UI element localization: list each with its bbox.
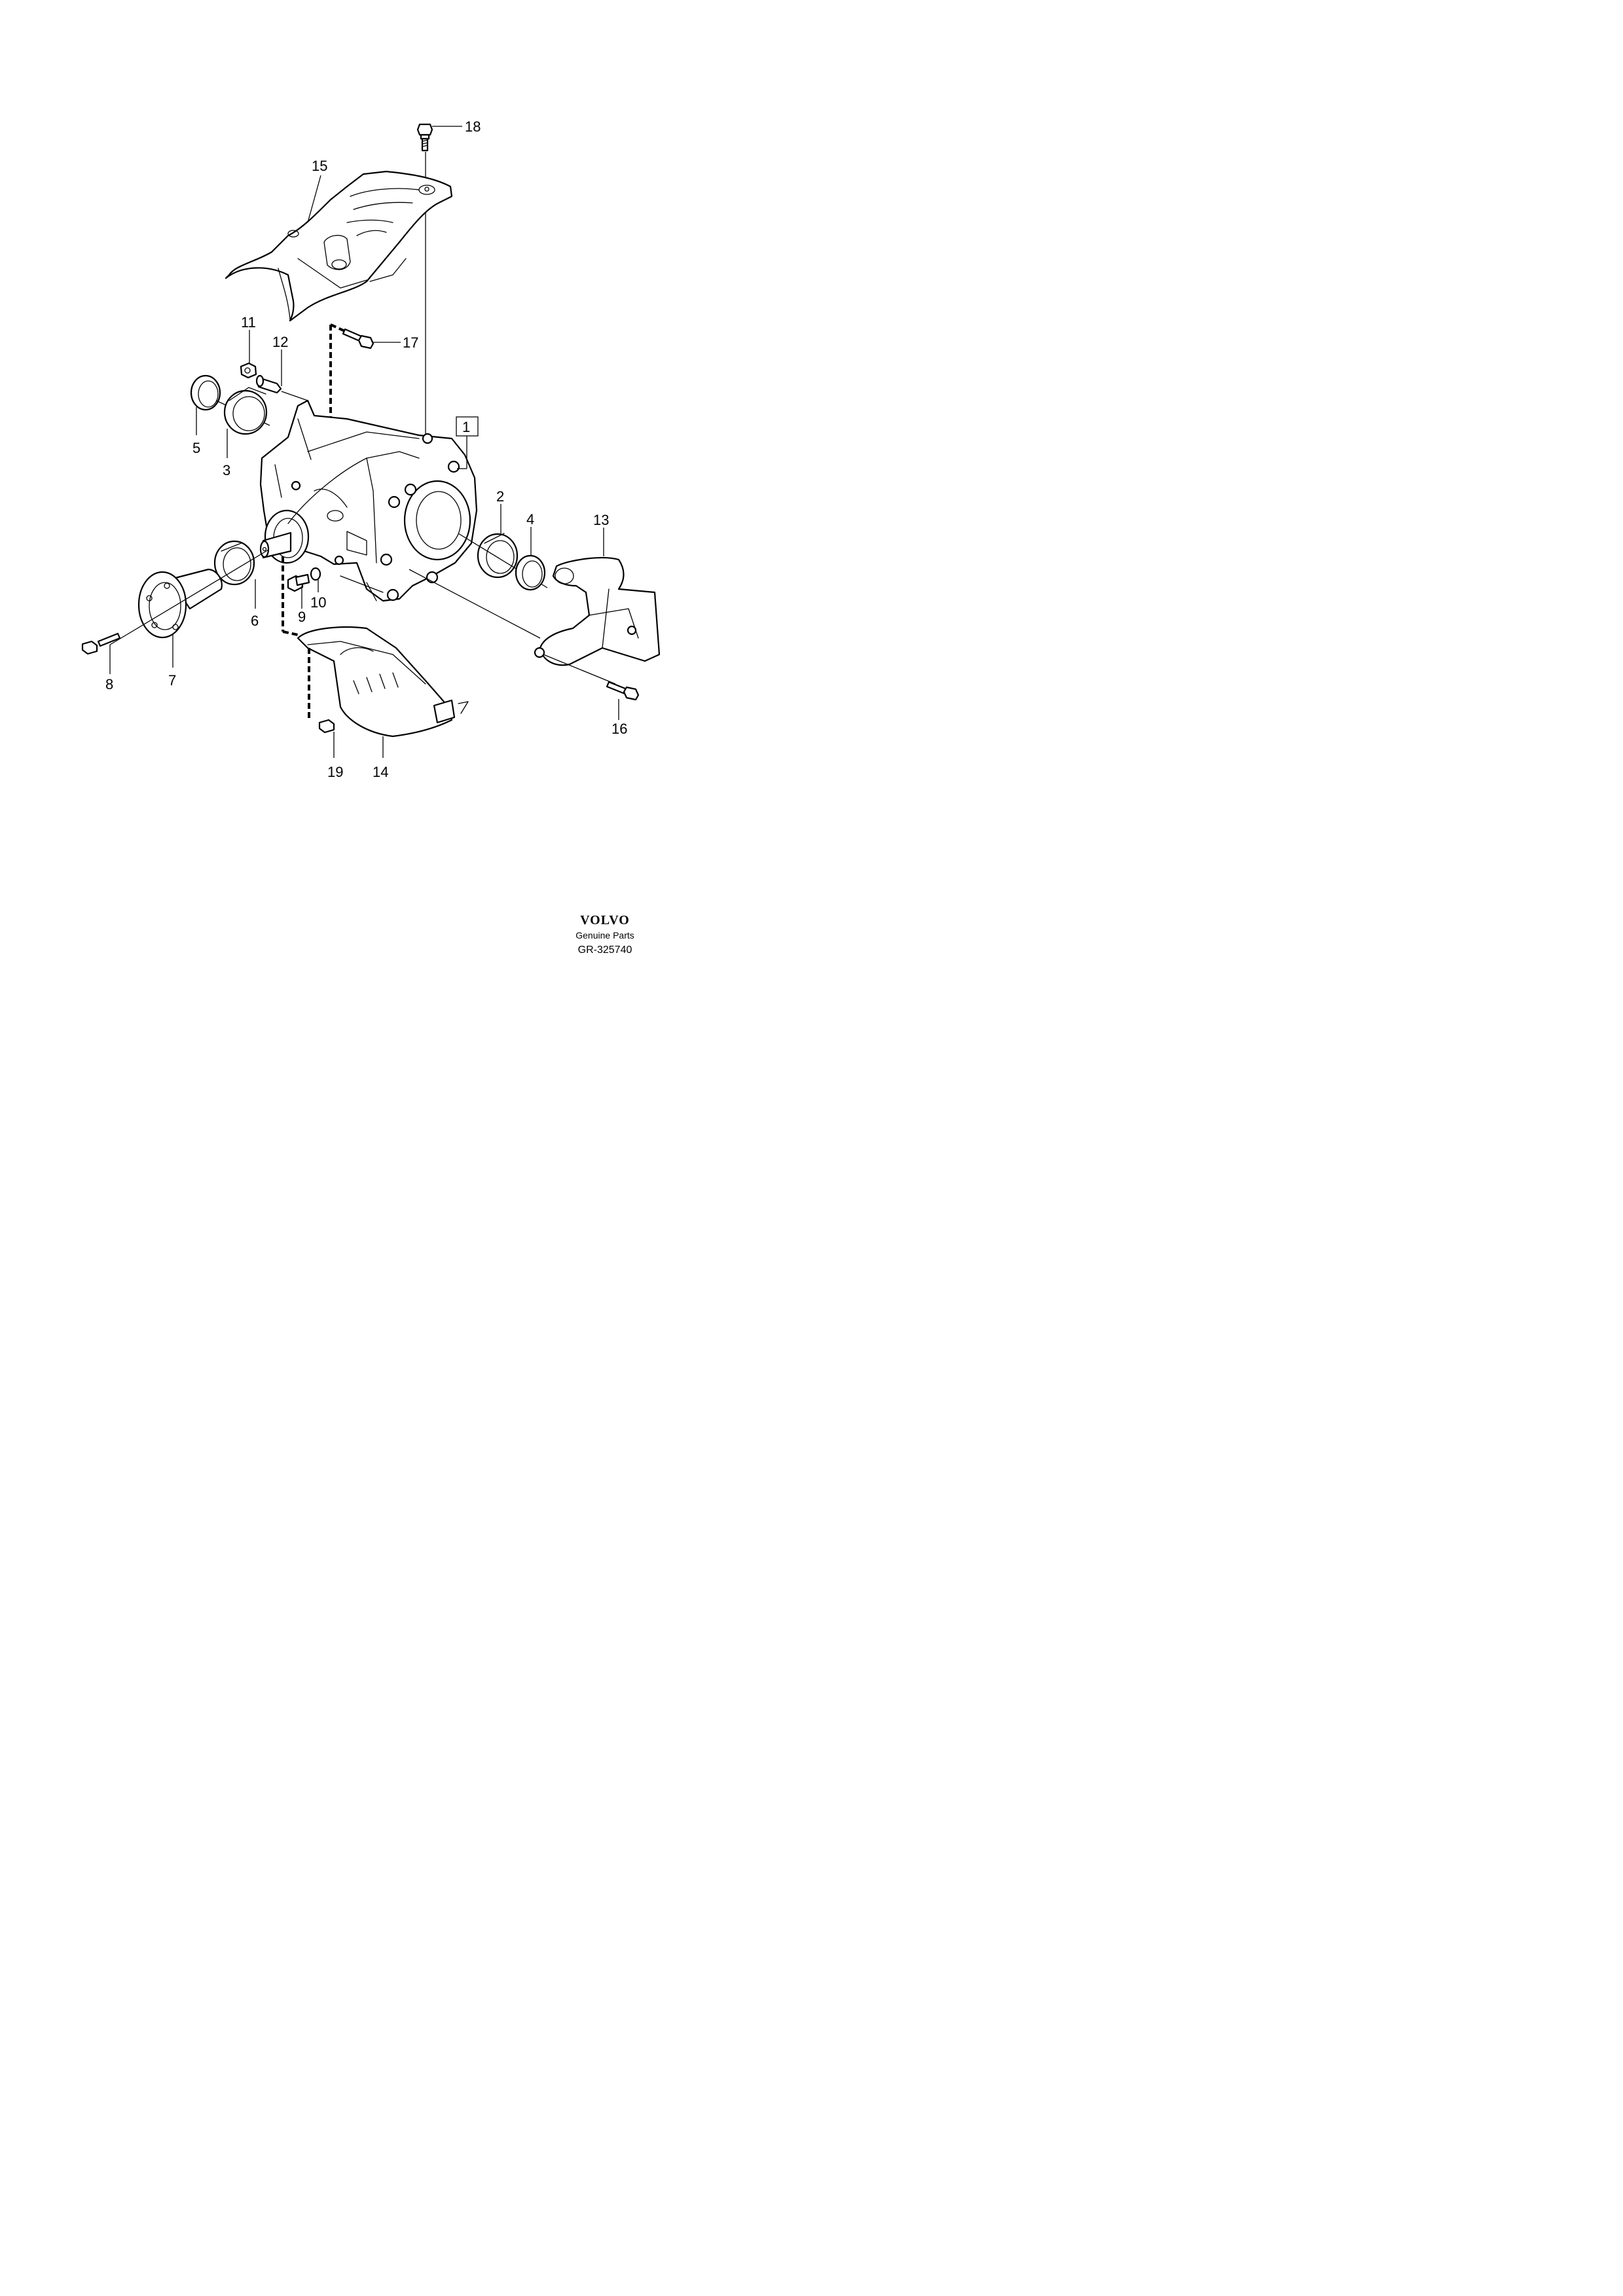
- washer-10: [310, 567, 321, 581]
- seal-2: [477, 533, 519, 579]
- callout-18: 18: [465, 118, 481, 135]
- plug-9: [287, 573, 310, 592]
- callout-13: 13: [593, 512, 609, 528]
- bolt-17: [342, 328, 374, 350]
- nut-11: [240, 362, 257, 379]
- callout-6: 6: [251, 613, 259, 629]
- heat-shield-14: [297, 626, 469, 738]
- callout-9: 9: [298, 609, 306, 625]
- callout-10: 10: [310, 594, 326, 611]
- seal-ring-3: [223, 387, 268, 435]
- seal-4: [515, 554, 546, 591]
- callout-15: 15: [312, 158, 327, 174]
- callout-8: 8: [105, 676, 113, 692]
- diagram-reference: GR-325740: [577, 944, 632, 956]
- brand-subtitle: Genuine Parts: [575, 930, 634, 941]
- sleeve-12: [255, 374, 282, 394]
- seal-ring-5: [190, 374, 221, 411]
- differential-housing-1: [259, 399, 478, 602]
- flange-7: [137, 568, 223, 639]
- bolt-8: [81, 632, 121, 655]
- callout-16: 16: [611, 721, 627, 737]
- heat-shield-15: [225, 170, 453, 322]
- bracket-13: [534, 557, 661, 666]
- callout-5: 5: [192, 440, 200, 456]
- bolt-16: [606, 681, 640, 701]
- parts-diagram: 1 2 3 4 5 6 7 8 9 10 11 12 13 14 15 16 1…: [81, 118, 661, 780]
- callout-14: 14: [373, 764, 388, 780]
- bolt-18: [416, 123, 433, 152]
- callout-1: 1: [462, 419, 470, 435]
- seal-6: [213, 540, 255, 586]
- callout-7: 7: [168, 672, 176, 689]
- bolt-19: [318, 719, 335, 734]
- callout-11: 11: [241, 314, 256, 331]
- callout-3: 3: [223, 462, 230, 478]
- callout-17: 17: [403, 334, 418, 351]
- brand-logo: VOLVO: [580, 913, 630, 927]
- callout-4: 4: [526, 511, 534, 528]
- housing-bolts: [291, 433, 460, 601]
- callout-12: 12: [272, 334, 288, 350]
- callout-2: 2: [496, 488, 504, 505]
- callout-19: 19: [327, 764, 343, 780]
